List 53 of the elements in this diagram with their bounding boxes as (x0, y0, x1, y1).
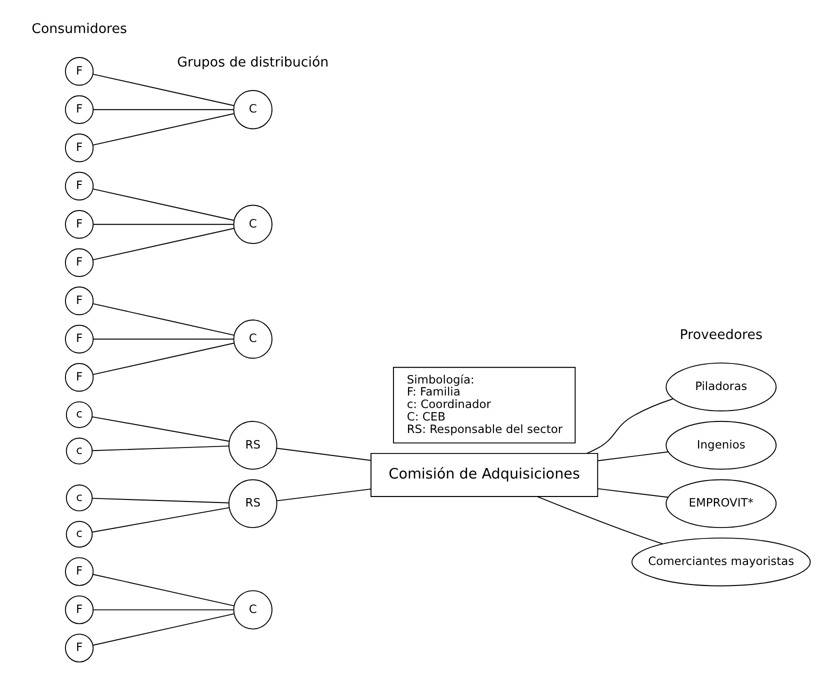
node-circle: F (64, 634, 94, 662)
connector (91, 498, 229, 504)
node-box: Simbología: F: Familia c: Coordinador C: CEB RS: Responsable del sector (392, 366, 576, 444)
node-circle: F (64, 595, 94, 624)
node-circle: F (64, 363, 94, 392)
connector (92, 303, 234, 336)
connector (91, 507, 230, 533)
node-circle: C (232, 590, 272, 630)
node-circle: F (64, 57, 94, 86)
node-circle: F (64, 557, 94, 586)
connector (92, 574, 234, 606)
connector (92, 113, 234, 146)
connector (536, 496, 663, 544)
connector (92, 188, 234, 221)
node-circle: F (64, 95, 94, 124)
connector (596, 488, 668, 498)
connector (92, 228, 234, 260)
label: Consumidores (31, 22, 126, 37)
connector (92, 109, 234, 110)
node-circle: F (64, 324, 94, 354)
node-circle: C (232, 204, 272, 244)
connector (92, 338, 234, 340)
connector (92, 613, 234, 646)
connector (596, 451, 668, 462)
node-circle: c (65, 484, 92, 512)
node-circle: RS (228, 479, 277, 528)
node-ellipse: Comerciantes mayoristas (631, 538, 810, 586)
label: Grupos de distribución (176, 55, 328, 70)
node-circle: C (232, 90, 272, 130)
connector (91, 446, 229, 452)
connector (276, 488, 371, 502)
node-circle: F (64, 172, 94, 200)
connector (92, 609, 234, 610)
node-ellipse: Ingenios (665, 420, 776, 470)
node-circle: F (64, 286, 94, 316)
node-circle: c (65, 438, 92, 464)
connector (92, 74, 234, 106)
node-circle: RS (228, 420, 277, 470)
connector (276, 448, 371, 461)
connector (91, 416, 230, 442)
node-ellipse: Piladoras (665, 362, 776, 412)
node-circle: F (64, 210, 94, 239)
connector (92, 224, 234, 225)
label: Proveedores (679, 328, 762, 343)
connector (586, 398, 673, 454)
node-circle: c (65, 401, 92, 428)
node-circle: F (64, 248, 94, 277)
connector (92, 342, 234, 376)
node-ellipse: EMPROVIT* (665, 479, 776, 528)
node-box: Comisión de Adquisiciones (370, 452, 598, 497)
node-circle: c (65, 520, 92, 548)
node-circle: F (64, 134, 94, 162)
node-circle: C (232, 320, 272, 359)
